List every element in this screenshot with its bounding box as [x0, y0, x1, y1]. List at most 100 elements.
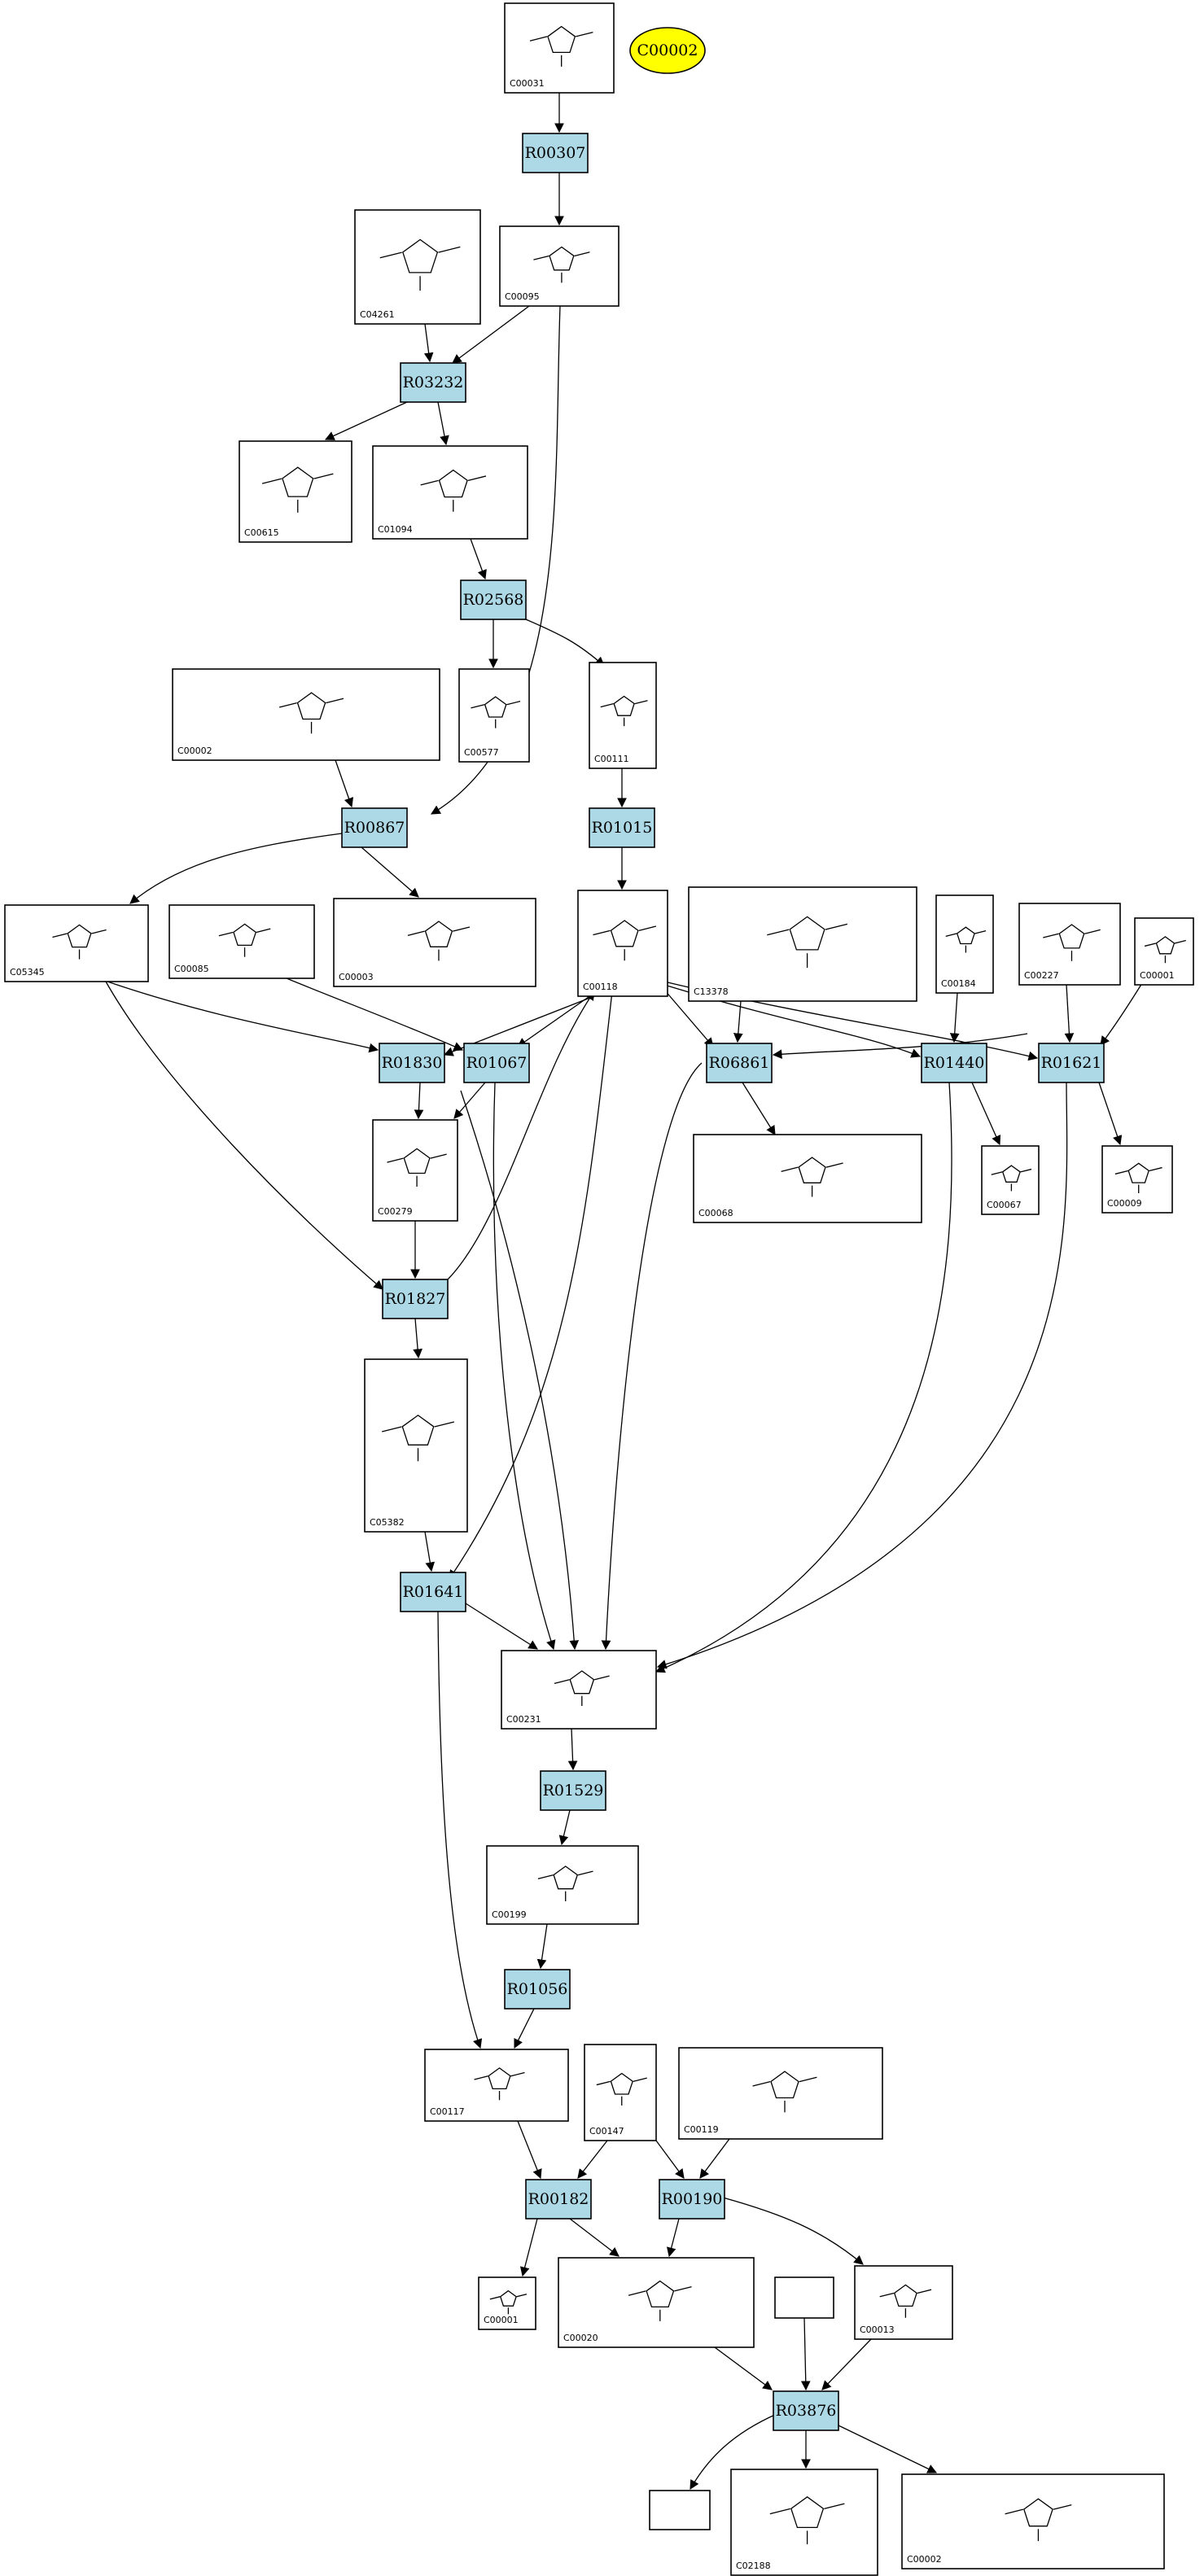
- reaction-node-R01056[interactable]: R01056: [504, 1969, 571, 2010]
- reaction-node-R00190[interactable]: R00190: [659, 2179, 725, 2220]
- edge-arrow: [722, 2197, 864, 2265]
- compound-node-C00577[interactable]: C00577: [458, 668, 530, 763]
- reaction-node-R02568[interactable]: R02568: [460, 579, 527, 620]
- compound-node-C00147[interactable]: C00147: [584, 2044, 657, 2141]
- highlight-node[interactable]: C00002: [629, 27, 706, 74]
- reaction-box: [382, 1279, 449, 1319]
- reaction-node-R03232[interactable]: R03232: [400, 362, 466, 403]
- edge-arrow: [838, 2425, 938, 2473]
- reaction-node-R01827[interactable]: R01827: [382, 1279, 449, 1319]
- reaction-node-R00182[interactable]: R00182: [525, 2179, 592, 2220]
- compound-id-label: C00119: [684, 2124, 719, 2135]
- compound-id-label: C00227: [1024, 970, 1059, 981]
- compound-id-label: C00002: [177, 746, 212, 756]
- structure-drawing: [1114, 1162, 1162, 1194]
- compound-node-C00227[interactable]: C00227: [1018, 903, 1121, 986]
- compound-id-label: C00118: [583, 982, 618, 992]
- compound-box: [935, 894, 994, 994]
- edge-arrow: [800, 2317, 811, 2391]
- reaction-node-R01015[interactable]: R01015: [589, 807, 655, 848]
- compound-node-C00001[interactable]: C00001: [1134, 917, 1194, 986]
- structure-drawing: [537, 1865, 593, 1901]
- compound-node-C00003[interactable]: C00003: [333, 898, 536, 987]
- compound-box: [558, 2257, 755, 2348]
- reaction-box: [921, 1043, 987, 1083]
- compound-node-C00184[interactable]: C00184: [935, 894, 994, 994]
- compound-node-C00020[interactable]: C00020: [558, 2257, 755, 2348]
- compound-node-C02188[interactable]: C02188: [730, 2469, 878, 2576]
- edge-arrow: [821, 2338, 872, 2390]
- compound-node-C13378[interactable]: C13378: [688, 886, 917, 1002]
- compound-node-C00118[interactable]: C00118: [577, 890, 668, 997]
- reaction-box: [706, 1043, 773, 1083]
- compound-id-label: C00001: [1140, 970, 1175, 981]
- structure-drawing: [554, 1670, 610, 1706]
- compound-box: [1101, 1145, 1173, 1214]
- reaction-box: [460, 579, 527, 620]
- reaction-id-label: R03876: [776, 2402, 837, 2420]
- compound-box: [364, 1358, 468, 1533]
- compound-box: [678, 2047, 883, 2140]
- compound-node-C00067[interactable]: C00067: [981, 1145, 1040, 1215]
- reaction-box: [341, 807, 408, 848]
- compound-node-C00068[interactable]: C00068: [693, 1134, 922, 1223]
- compound-node-C00199[interactable]: C00199: [486, 1845, 639, 1925]
- compound-node-C05382[interactable]: C05382: [364, 1358, 468, 1533]
- compound-node-C00231[interactable]: C00231: [501, 1650, 657, 1730]
- structure-drawing: [1005, 2498, 1072, 2542]
- compound-node-C00117[interactable]: C00117: [424, 2049, 569, 2122]
- edge-arrow: [666, 2218, 680, 2258]
- reaction-node-R01067[interactable]: R01067: [463, 1043, 530, 1083]
- reaction-id-label: R00190: [662, 2190, 723, 2208]
- compound-node-C00279[interactable]: C00279: [372, 1119, 458, 1222]
- structure-drawing: [471, 696, 521, 728]
- structure-drawing: [991, 1165, 1032, 1192]
- compound-id-label: C02188: [736, 2561, 771, 2571]
- reaction-node-R01830[interactable]: R01830: [379, 1043, 445, 1083]
- compound-node-C00095[interactable]: C00095: [499, 225, 620, 307]
- reaction-node-R01621[interactable]: R01621: [1038, 1043, 1105, 1083]
- compound-node-C04261[interactable]: C04261: [354, 209, 481, 325]
- reaction-node-R01440[interactable]: R01440: [921, 1043, 987, 1083]
- compound-box: [688, 886, 917, 1002]
- compound-box: [354, 209, 481, 325]
- structure-drawing: [596, 2072, 647, 2106]
- compound-node-C05345[interactable]: C05345: [4, 904, 149, 982]
- edge-arrow: [129, 833, 343, 904]
- reaction-node-R00307[interactable]: R00307: [522, 133, 589, 173]
- edge-arrow: [335, 759, 354, 808]
- compound-id-label: C00020: [563, 2333, 598, 2343]
- reaction-id-label: R01830: [382, 1054, 443, 1072]
- compound-node-C00009[interactable]: C00009: [1101, 1145, 1173, 1214]
- reaction-id-label: R00182: [528, 2190, 589, 2208]
- edge-arrow: [286, 977, 464, 1052]
- blank-node: [649, 2490, 711, 2530]
- reaction-node-R01529[interactable]: R01529: [540, 1770, 606, 1811]
- compound-node-C00002[interactable]: C00002: [172, 668, 440, 761]
- compound-node-C00013[interactable]: C00013: [854, 2265, 953, 2340]
- structure-drawing: [529, 25, 593, 67]
- structure-drawing: [387, 1148, 447, 1187]
- compound-node-C00615[interactable]: C00615: [239, 440, 352, 543]
- compound-id-label: C05382: [370, 1517, 405, 1528]
- reaction-node-R06861[interactable]: R06861: [706, 1043, 773, 1083]
- reaction-node-R01641[interactable]: R01641: [400, 1572, 466, 1612]
- compound-node-C00085[interactable]: C00085: [169, 904, 315, 979]
- compound-node-C01094[interactable]: C01094: [372, 445, 528, 540]
- compound-id-label: C00002: [907, 2554, 942, 2565]
- compound-id-label: C00067: [987, 1200, 1022, 1210]
- compound-node-C00111[interactable]: C00111: [589, 662, 657, 769]
- reaction-node-R00867[interactable]: R00867: [341, 807, 408, 848]
- edge-arrow: [470, 538, 487, 580]
- compound-id-label: C00003: [339, 972, 374, 982]
- compound-id-label: C00279: [378, 1206, 413, 1217]
- compound-box: [577, 890, 668, 997]
- compound-id-label: C04261: [360, 309, 395, 320]
- structure-drawing: [767, 916, 848, 969]
- compound-node-C00002[interactable]: C00002: [901, 2473, 1165, 2569]
- compound-node-C00031[interactable]: C00031: [504, 2, 615, 94]
- compound-node-C00119[interactable]: C00119: [678, 2047, 883, 2140]
- compound-node-C00001[interactable]: C00001: [478, 2276, 536, 2330]
- reaction-node-R03876[interactable]: R03876: [773, 2390, 839, 2431]
